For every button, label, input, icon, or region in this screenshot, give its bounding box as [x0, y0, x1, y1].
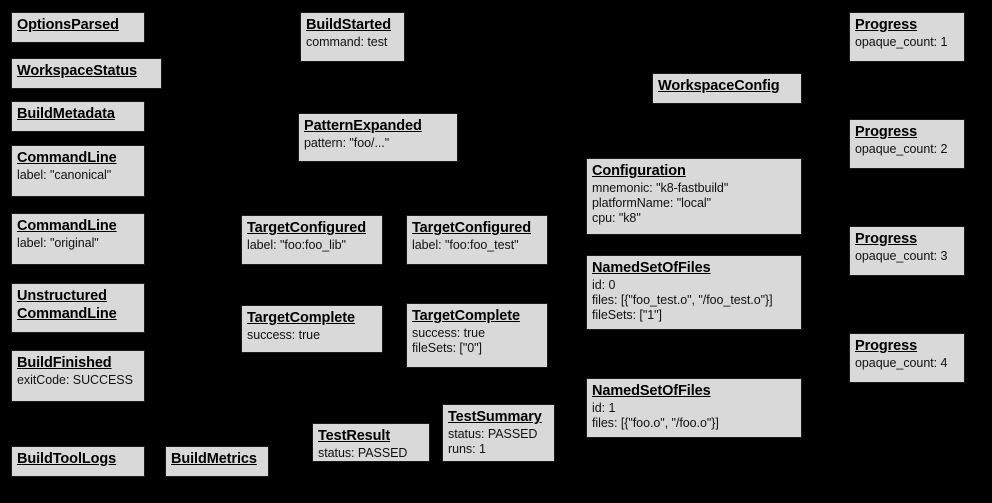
event-node-unstructured-command-line[interactable]: Unstructured CommandLine: [11, 283, 145, 333]
event-node-command-line-original[interactable]: CommandLine label: "original": [11, 213, 145, 265]
event-node-fields: mnemonic: "k8-fastbuild"platformName: "l…: [592, 181, 796, 226]
event-node-field: status: PASSED: [448, 427, 538, 441]
event-node-build-started[interactable]: BuildStarted command: test: [300, 12, 405, 62]
event-node-fields: opaque_count: 1: [855, 35, 959, 50]
event-node-progress-1[interactable]: Progress opaque_count: 1: [849, 12, 965, 62]
event-node-configuration[interactable]: Configuration mnemonic: "k8-fastbuild"pla…: [586, 158, 802, 235]
event-node-title: BuildToolLogs: [17, 451, 117, 467]
event-node-field: id: 0: [592, 278, 616, 292]
event-node-field: opaque_count: 2: [855, 142, 948, 156]
event-node-progress-3[interactable]: Progress opaque_count: 3: [849, 226, 965, 276]
event-node-field: fileSets: ["1"]: [592, 308, 662, 322]
event-node-field: label: "canonical": [17, 168, 112, 182]
event-node-title: PatternExpanded: [304, 118, 422, 134]
event-node-options-parsed[interactable]: OptionsParsed: [11, 12, 145, 43]
event-node-fields: opaque_count: 2: [855, 142, 959, 157]
event-node-field: platformName: "local": [592, 196, 711, 210]
event-node-title: TargetConfigured: [412, 220, 531, 236]
event-node-title: WorkspaceConfig: [658, 78, 780, 94]
event-node-fields: success: true: [247, 328, 377, 343]
event-node-target-complete-lib[interactable]: TargetComplete success: true: [241, 305, 383, 353]
event-node-title: TargetComplete: [247, 310, 355, 326]
event-node-title: Unstructured CommandLine: [17, 288, 117, 322]
event-node-test-result[interactable]: TestResult status: PASSED: [312, 423, 430, 462]
event-node-field: id: 1: [592, 401, 616, 415]
event-node-progress-2[interactable]: Progress opaque_count: 2: [849, 119, 965, 169]
event-node-field: cpu: "k8": [592, 211, 641, 225]
event-node-fields: pattern: "foo/...": [304, 136, 452, 151]
event-node-target-configured-lib[interactable]: TargetConfigured label: "foo:foo_lib": [241, 215, 383, 265]
event-node-field: pattern: "foo/...": [304, 136, 390, 150]
event-node-title: BuildMetadata: [17, 106, 115, 122]
event-node-fields: status: PASSED: [318, 446, 424, 461]
event-node-field: files: [{"foo_test.o", "/foo_test.o"}]: [592, 293, 773, 307]
event-node-title: TestSummary: [448, 409, 542, 425]
event-node-fields: command: test: [306, 35, 399, 50]
event-node-title: CommandLine: [17, 150, 117, 166]
event-node-field: files: [{"foo.o", "/foo.o"}]: [592, 416, 719, 430]
event-node-fields: label: "original": [17, 236, 139, 251]
event-node-pattern-expanded[interactable]: PatternExpanded pattern: "foo/...": [298, 113, 458, 162]
event-node-title: NamedSetOfFiles: [592, 383, 711, 399]
event-node-field: status: PASSED: [318, 446, 408, 460]
event-node-workspace-status[interactable]: WorkspaceStatus: [11, 58, 162, 89]
event-node-command-line-canonical[interactable]: CommandLine label: "canonical": [11, 145, 145, 197]
event-node-build-tool-logs[interactable]: BuildToolLogs: [11, 446, 145, 477]
event-node-field: label: "original": [17, 236, 99, 250]
event-node-title: BuildMetrics: [171, 451, 257, 467]
event-node-title: CommandLine: [17, 218, 117, 234]
event-node-target-configured-test[interactable]: TargetConfigured label: "foo:foo_test": [406, 215, 548, 265]
event-node-fields: exitCode: SUCCESS: [17, 373, 139, 388]
event-node-field: opaque_count: 3: [855, 249, 948, 263]
event-node-title: TestResult: [318, 428, 391, 444]
event-node-title: TargetComplete: [412, 308, 520, 324]
event-node-title: WorkspaceStatus: [17, 63, 137, 79]
event-node-title: NamedSetOfFiles: [592, 260, 711, 276]
event-node-title: Progress: [855, 231, 918, 247]
event-node-workspace-config[interactable]: WorkspaceConfig: [652, 73, 802, 104]
event-node-title: OptionsParsed: [17, 17, 119, 33]
event-node-field: command: test: [306, 35, 388, 49]
event-node-field: runs: 1: [448, 442, 486, 456]
event-node-build-finished[interactable]: BuildFinished exitCode: SUCCESS: [11, 350, 145, 402]
event-node-fields: label: "foo:foo_test": [412, 238, 542, 253]
event-node-field: success: true: [247, 328, 320, 342]
event-node-progress-4[interactable]: Progress opaque_count: 4: [849, 333, 965, 383]
event-node-field: exitCode: SUCCESS: [17, 373, 133, 387]
event-node-field: success: true: [412, 326, 485, 340]
event-node-field: opaque_count: 4: [855, 356, 948, 370]
event-node-field: label: "foo:foo_lib": [247, 238, 346, 252]
event-node-title: BuildStarted: [306, 17, 392, 33]
event-node-fields: opaque_count: 3: [855, 249, 959, 264]
event-node-field: fileSets: ["0"]: [412, 341, 482, 355]
event-node-title: Configuration: [592, 163, 686, 179]
event-node-fields: label: "canonical": [17, 168, 139, 183]
event-node-title: Progress: [855, 338, 918, 354]
event-node-build-metrics[interactable]: BuildMetrics: [165, 446, 269, 477]
event-node-field: mnemonic: "k8-fastbuild": [592, 181, 729, 195]
event-node-field: label: "foo:foo_test": [412, 238, 519, 252]
event-node-fields: label: "foo:foo_lib": [247, 238, 377, 253]
event-node-fields: opaque_count: 4: [855, 356, 959, 371]
event-node-build-metadata[interactable]: BuildMetadata: [11, 101, 145, 132]
event-node-field: opaque_count: 1: [855, 35, 948, 49]
event-node-title: Progress: [855, 124, 918, 140]
event-node-title: Progress: [855, 17, 918, 33]
event-node-title: TargetConfigured: [247, 220, 366, 236]
event-node-title: BuildFinished: [17, 355, 112, 371]
